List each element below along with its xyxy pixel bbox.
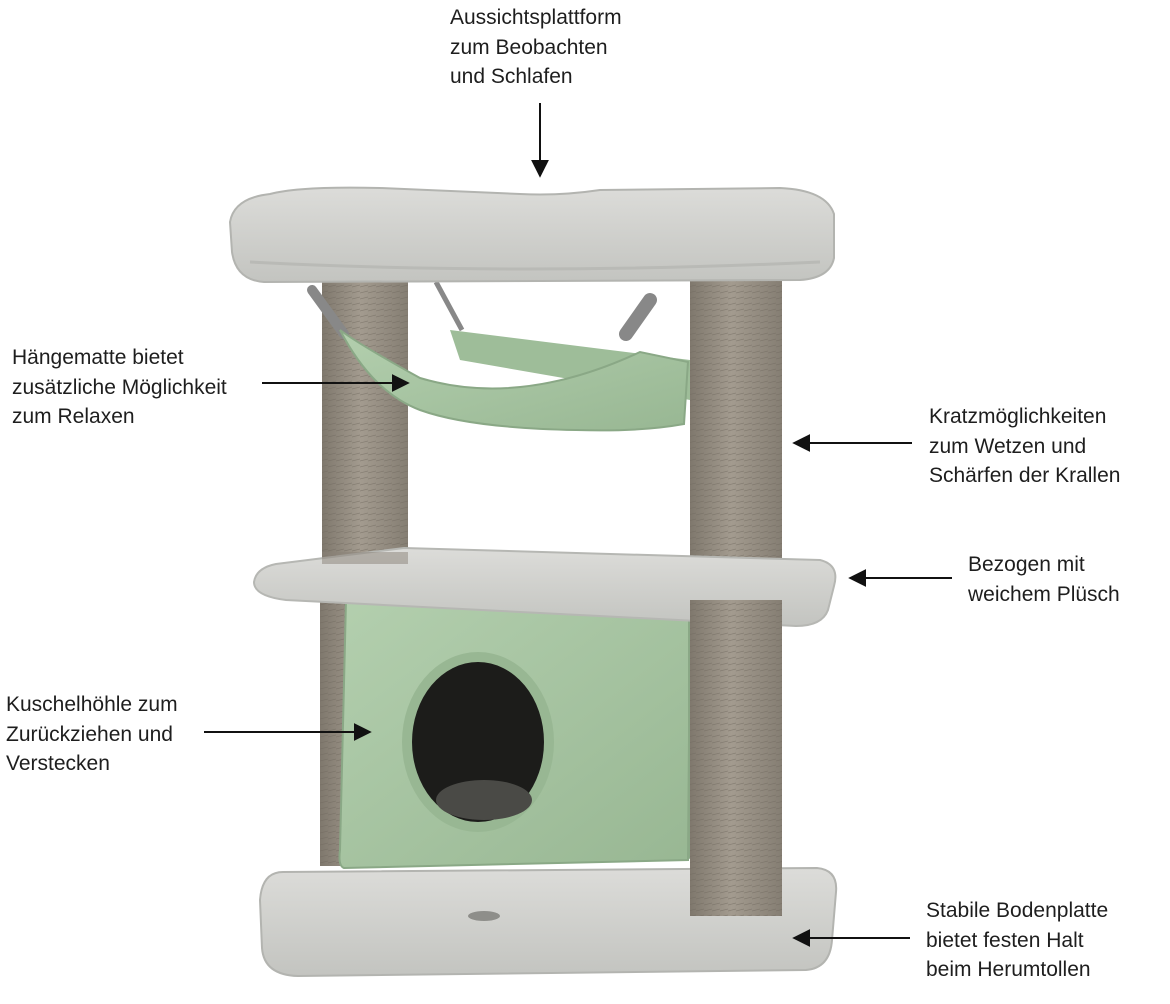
label-cave: Kuschelhöhle zum Zurückziehen und Verste…	[6, 690, 178, 779]
label-scratching: Kratzmöglichkeiten zum Wetzen und Schärf…	[929, 402, 1120, 491]
label-hammock: Hängematte bietet zusätzliche Möglichkei…	[12, 343, 227, 432]
annotation-arrows	[204, 103, 952, 947]
label-hammock-line-2: zusätzliche Möglichkeit	[12, 375, 227, 399]
label-base-line-3: beim Herumtollen	[926, 958, 1091, 981]
label-plush-line-1: Bezogen mit	[968, 553, 1085, 576]
cuddle-cave	[338, 598, 700, 870]
label-scratching-line-3: Schärfen der Krallen	[929, 464, 1121, 487]
label-scratching-line-2: zum Wetzen und	[929, 434, 1087, 458]
label-cave-line-1: Kuschelhöhle zum	[6, 693, 178, 716]
label-plush: Bezogen mit weichem Plüsch	[968, 550, 1120, 609]
label-plush-line-2: weichem Plüsch	[968, 582, 1120, 606]
hammock-strap-middle	[433, 280, 465, 332]
label-top-platform-line-1: Aussichtsplattform	[450, 6, 622, 29]
label-base-line-2: bietet festen Halt	[926, 928, 1084, 952]
label-cave-line-3: Verstecken	[6, 752, 110, 775]
post-right-front	[690, 600, 782, 916]
label-top-platform: Aussichtsplattform zum Beobachten und Sc…	[450, 3, 622, 92]
base-screw	[468, 911, 500, 921]
hammock	[307, 280, 690, 432]
label-base: Stabile Bodenplatte bietet festen Halt b…	[926, 896, 1108, 985]
label-scratching-line-1: Kratzmöglichkeiten	[929, 405, 1107, 428]
hammock-strap-left	[307, 285, 349, 339]
cave-opening	[412, 662, 544, 822]
label-hammock-line-3: zum Relaxen	[12, 405, 135, 428]
label-hammock-line-1: Hängematte bietet	[12, 346, 184, 369]
top-platform	[228, 186, 835, 284]
label-top-platform-line-2: zum Beobachten	[450, 35, 608, 59]
label-top-platform-line-3: und Schlafen	[450, 65, 573, 88]
label-base-line-1: Stabile Bodenplatte	[926, 899, 1109, 922]
label-cave-line-2: Zurückziehen und	[6, 722, 173, 746]
hammock-strap-right	[619, 293, 657, 341]
